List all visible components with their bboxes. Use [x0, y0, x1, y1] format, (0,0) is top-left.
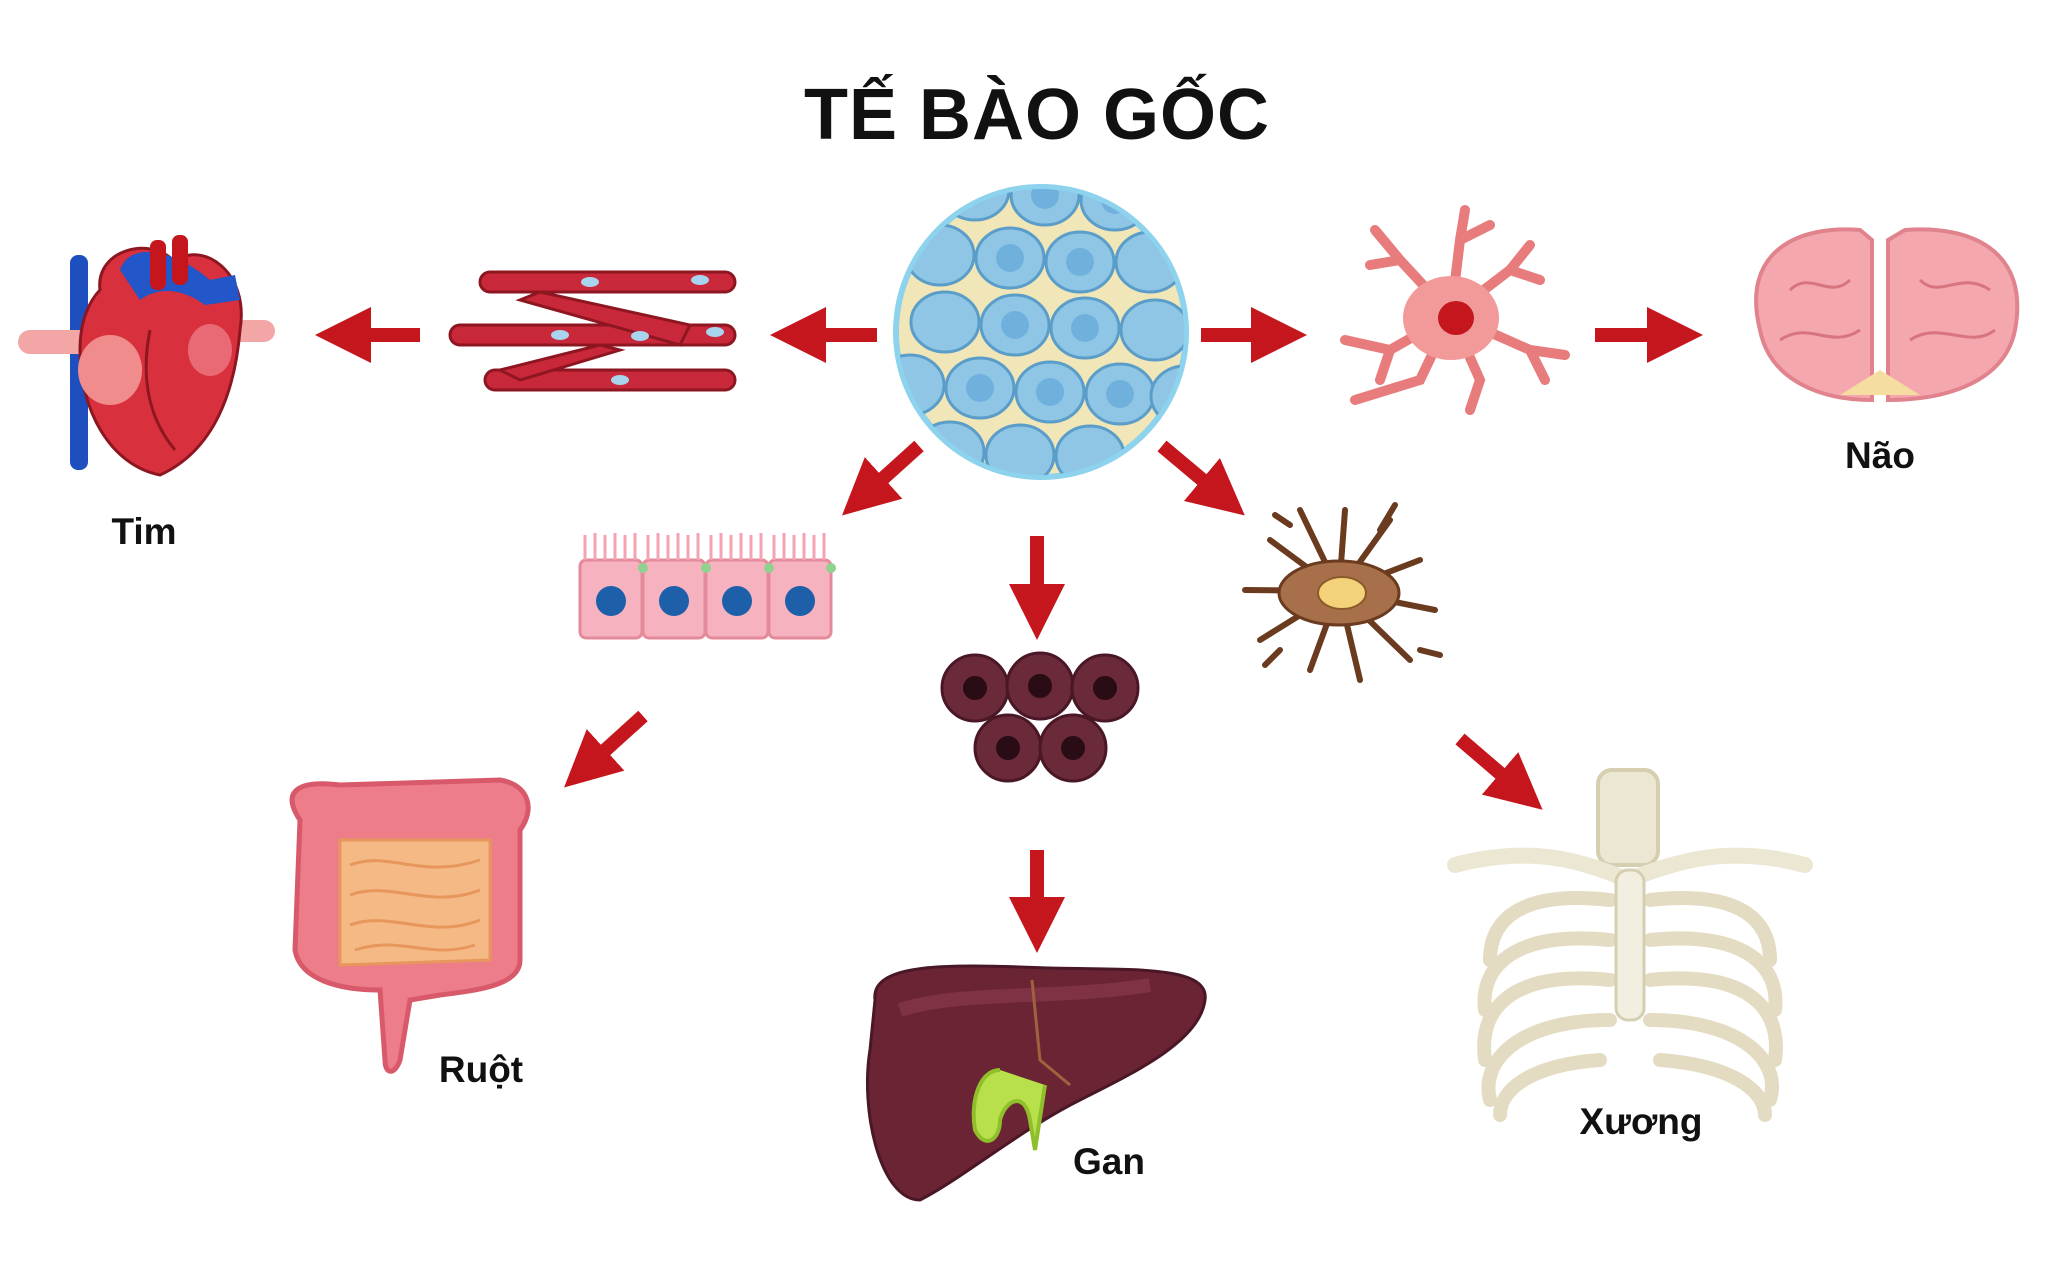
muscle-fiber-icon: [448, 270, 737, 392]
epithelial-cells-icon: [578, 533, 836, 640]
arrow-stem-to-epithelium: [842, 440, 924, 516]
brain-icon: [1754, 227, 2020, 403]
liver-icon: [866, 964, 1207, 1202]
label-intestine: Ruột: [438, 1049, 524, 1090]
label-heart: Tim: [111, 511, 177, 552]
arrow-epithelium-to-intestine: [564, 710, 648, 788]
stem-cell-cluster-icon: [893, 184, 1189, 480]
label-brain: Não: [1845, 435, 1915, 476]
arrow-stem-to-osteocyte: [1157, 440, 1245, 516]
label-liver: Gan: [1073, 1141, 1145, 1182]
label-bone: Xương: [1579, 1101, 1703, 1142]
arrow-osteocyte-to-bone: [1455, 733, 1543, 810]
heart-icon: [18, 235, 275, 477]
liver-cells-icon: [940, 651, 1140, 783]
neuron-icon: [1340, 205, 1570, 415]
ribcage-icon: [1447, 768, 1813, 1122]
page-title: TẾ BÀO GỐC: [803, 75, 1271, 155]
osteocyte-icon: [1242, 502, 1443, 683]
intestine-icon: [289, 777, 531, 1074]
